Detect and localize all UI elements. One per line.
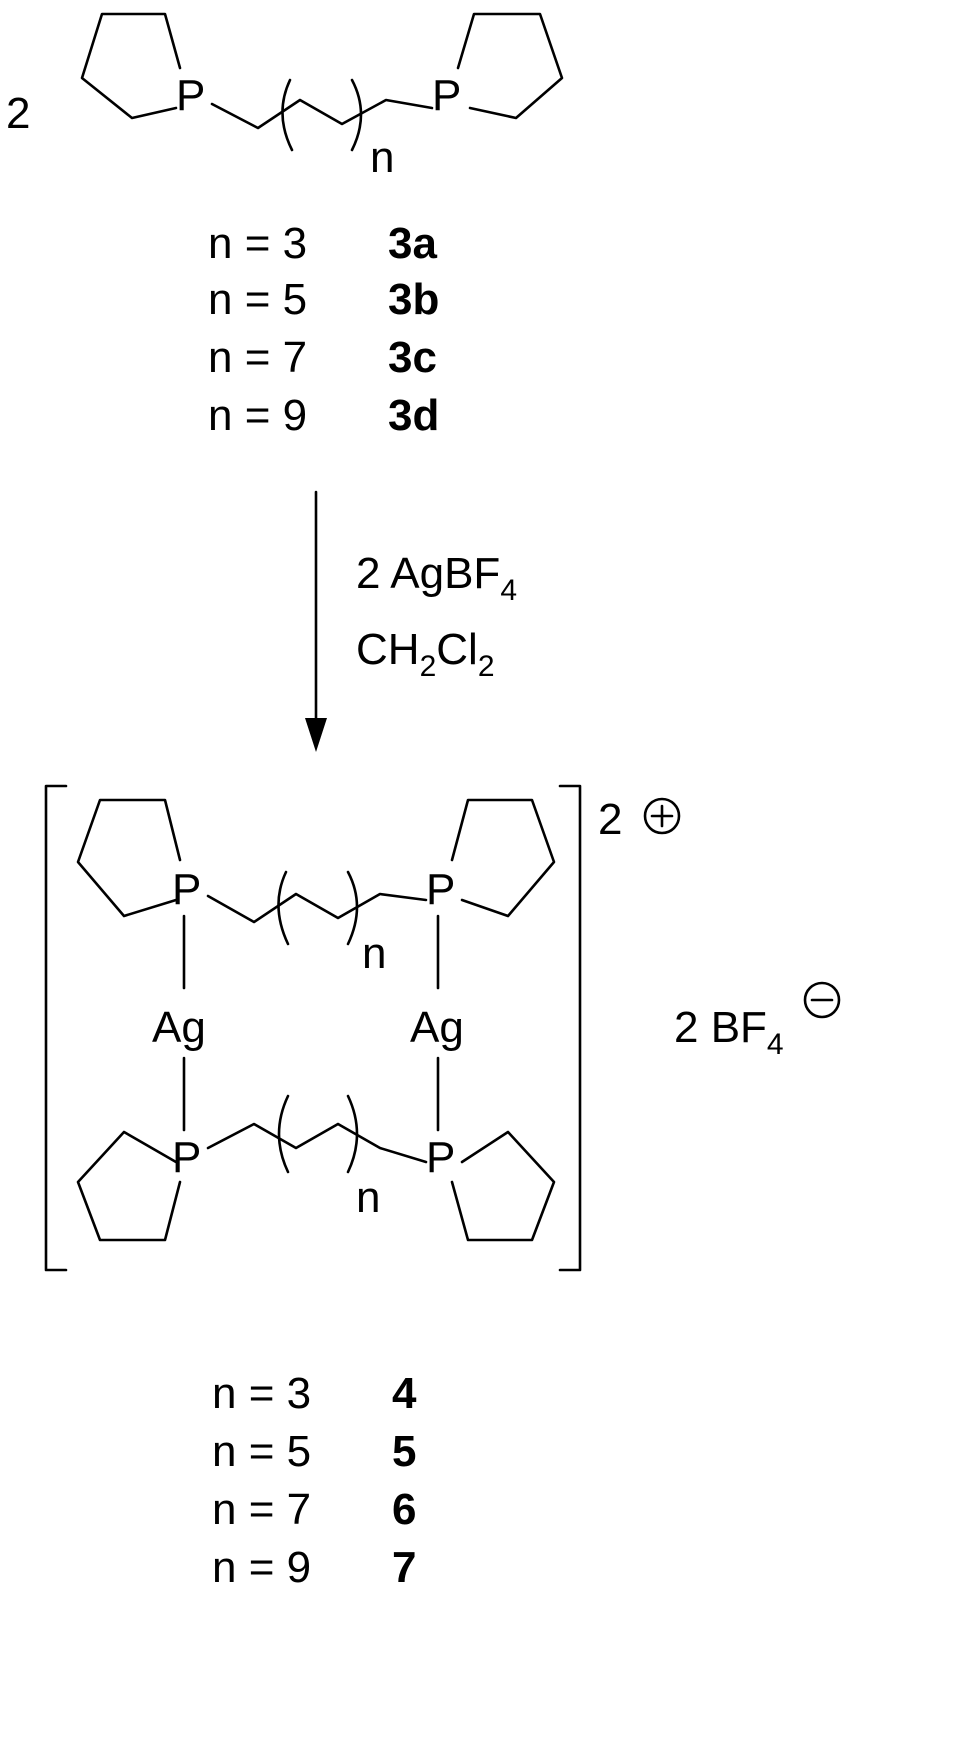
reactant-structure: 2 P n P: [6, 12, 564, 182]
product-repeat-bracket-right: [346, 870, 359, 946]
product-ring: [76, 1130, 182, 1242]
product-charge-number: 2: [598, 795, 622, 844]
product-p-atom: P: [172, 865, 201, 914]
product-ring: [76, 798, 182, 918]
reaction-arrow: [305, 490, 327, 752]
reactant-coefficient: 2: [6, 89, 30, 138]
reactant-chain: [210, 98, 434, 130]
minus-charge-icon: [803, 981, 841, 1019]
counterion-label: 2 BF4: [674, 1003, 784, 1061]
product-n-value: n = 7: [212, 1485, 311, 1534]
reaction-conditions: 2 AgBF4 CH2Cl2: [356, 549, 517, 683]
product-p-atom: P: [172, 1133, 201, 1182]
product-ring: [450, 1130, 556, 1242]
product-repeat-index: n: [356, 1173, 380, 1222]
product-repeat-bracket-left: [277, 1094, 290, 1174]
reactant-compound-id: 3a: [388, 219, 437, 268]
reactant-left-ring: [80, 12, 182, 120]
product-compound-id: 4: [392, 1369, 417, 1418]
product-compound-id: 5: [392, 1427, 416, 1476]
reactant-compound-id: 3c: [388, 333, 437, 382]
product-compound-id: 7: [392, 1543, 416, 1592]
reagent-label: 2 AgBF4: [356, 549, 517, 607]
product-p-atom: P: [426, 1133, 455, 1182]
product-compound-id: 6: [392, 1485, 416, 1534]
reactant-n-value: n = 7: [208, 333, 307, 382]
reactant-left-p-atom: P: [176, 71, 205, 120]
product-repeat-bracket-right: [346, 1094, 359, 1174]
product-repeat-bracket-left: [277, 870, 290, 946]
product-bracket-left: [44, 784, 68, 1272]
reactant-repeat-bracket-right: [350, 78, 363, 152]
product-ring: [450, 798, 556, 918]
product-bracket-right: [558, 784, 582, 1272]
product-chain-bottom: [206, 1122, 428, 1164]
product-n-value: n = 3: [212, 1369, 311, 1418]
reactant-table: n = 3 3a n = 5 3b n = 7 3c n = 9 3d: [208, 219, 439, 440]
product-p-atom: P: [426, 865, 455, 914]
reactant-right-p-atom: P: [432, 71, 461, 120]
reaction-arrow-head: [305, 718, 327, 752]
solvent-label: CH2Cl2: [356, 625, 495, 683]
silver-atom: Ag: [410, 1003, 464, 1052]
product-structure: P n P Ag Ag P n P 2: [44, 784, 841, 1272]
plus-charge-icon: [643, 797, 681, 835]
silver-atom: Ag: [152, 1003, 206, 1052]
product-repeat-index: n: [362, 929, 386, 978]
reactant-n-value: n = 5: [208, 275, 307, 324]
reactant-repeat-index: n: [370, 133, 394, 182]
product-table: n = 3 4 n = 5 5 n = 7 6 n = 9 7: [212, 1369, 417, 1592]
reactant-compound-id: 3b: [388, 275, 439, 324]
reactant-n-value: n = 3: [208, 219, 307, 268]
product-n-value: n = 9: [212, 1543, 311, 1592]
reactant-repeat-bracket-left: [281, 78, 294, 152]
product-n-value: n = 5: [212, 1427, 311, 1476]
reactant-n-value: n = 9: [208, 391, 307, 440]
product-chain-top: [206, 892, 428, 924]
reactant-right-ring: [456, 12, 564, 120]
reactant-compound-id: 3d: [388, 391, 439, 440]
